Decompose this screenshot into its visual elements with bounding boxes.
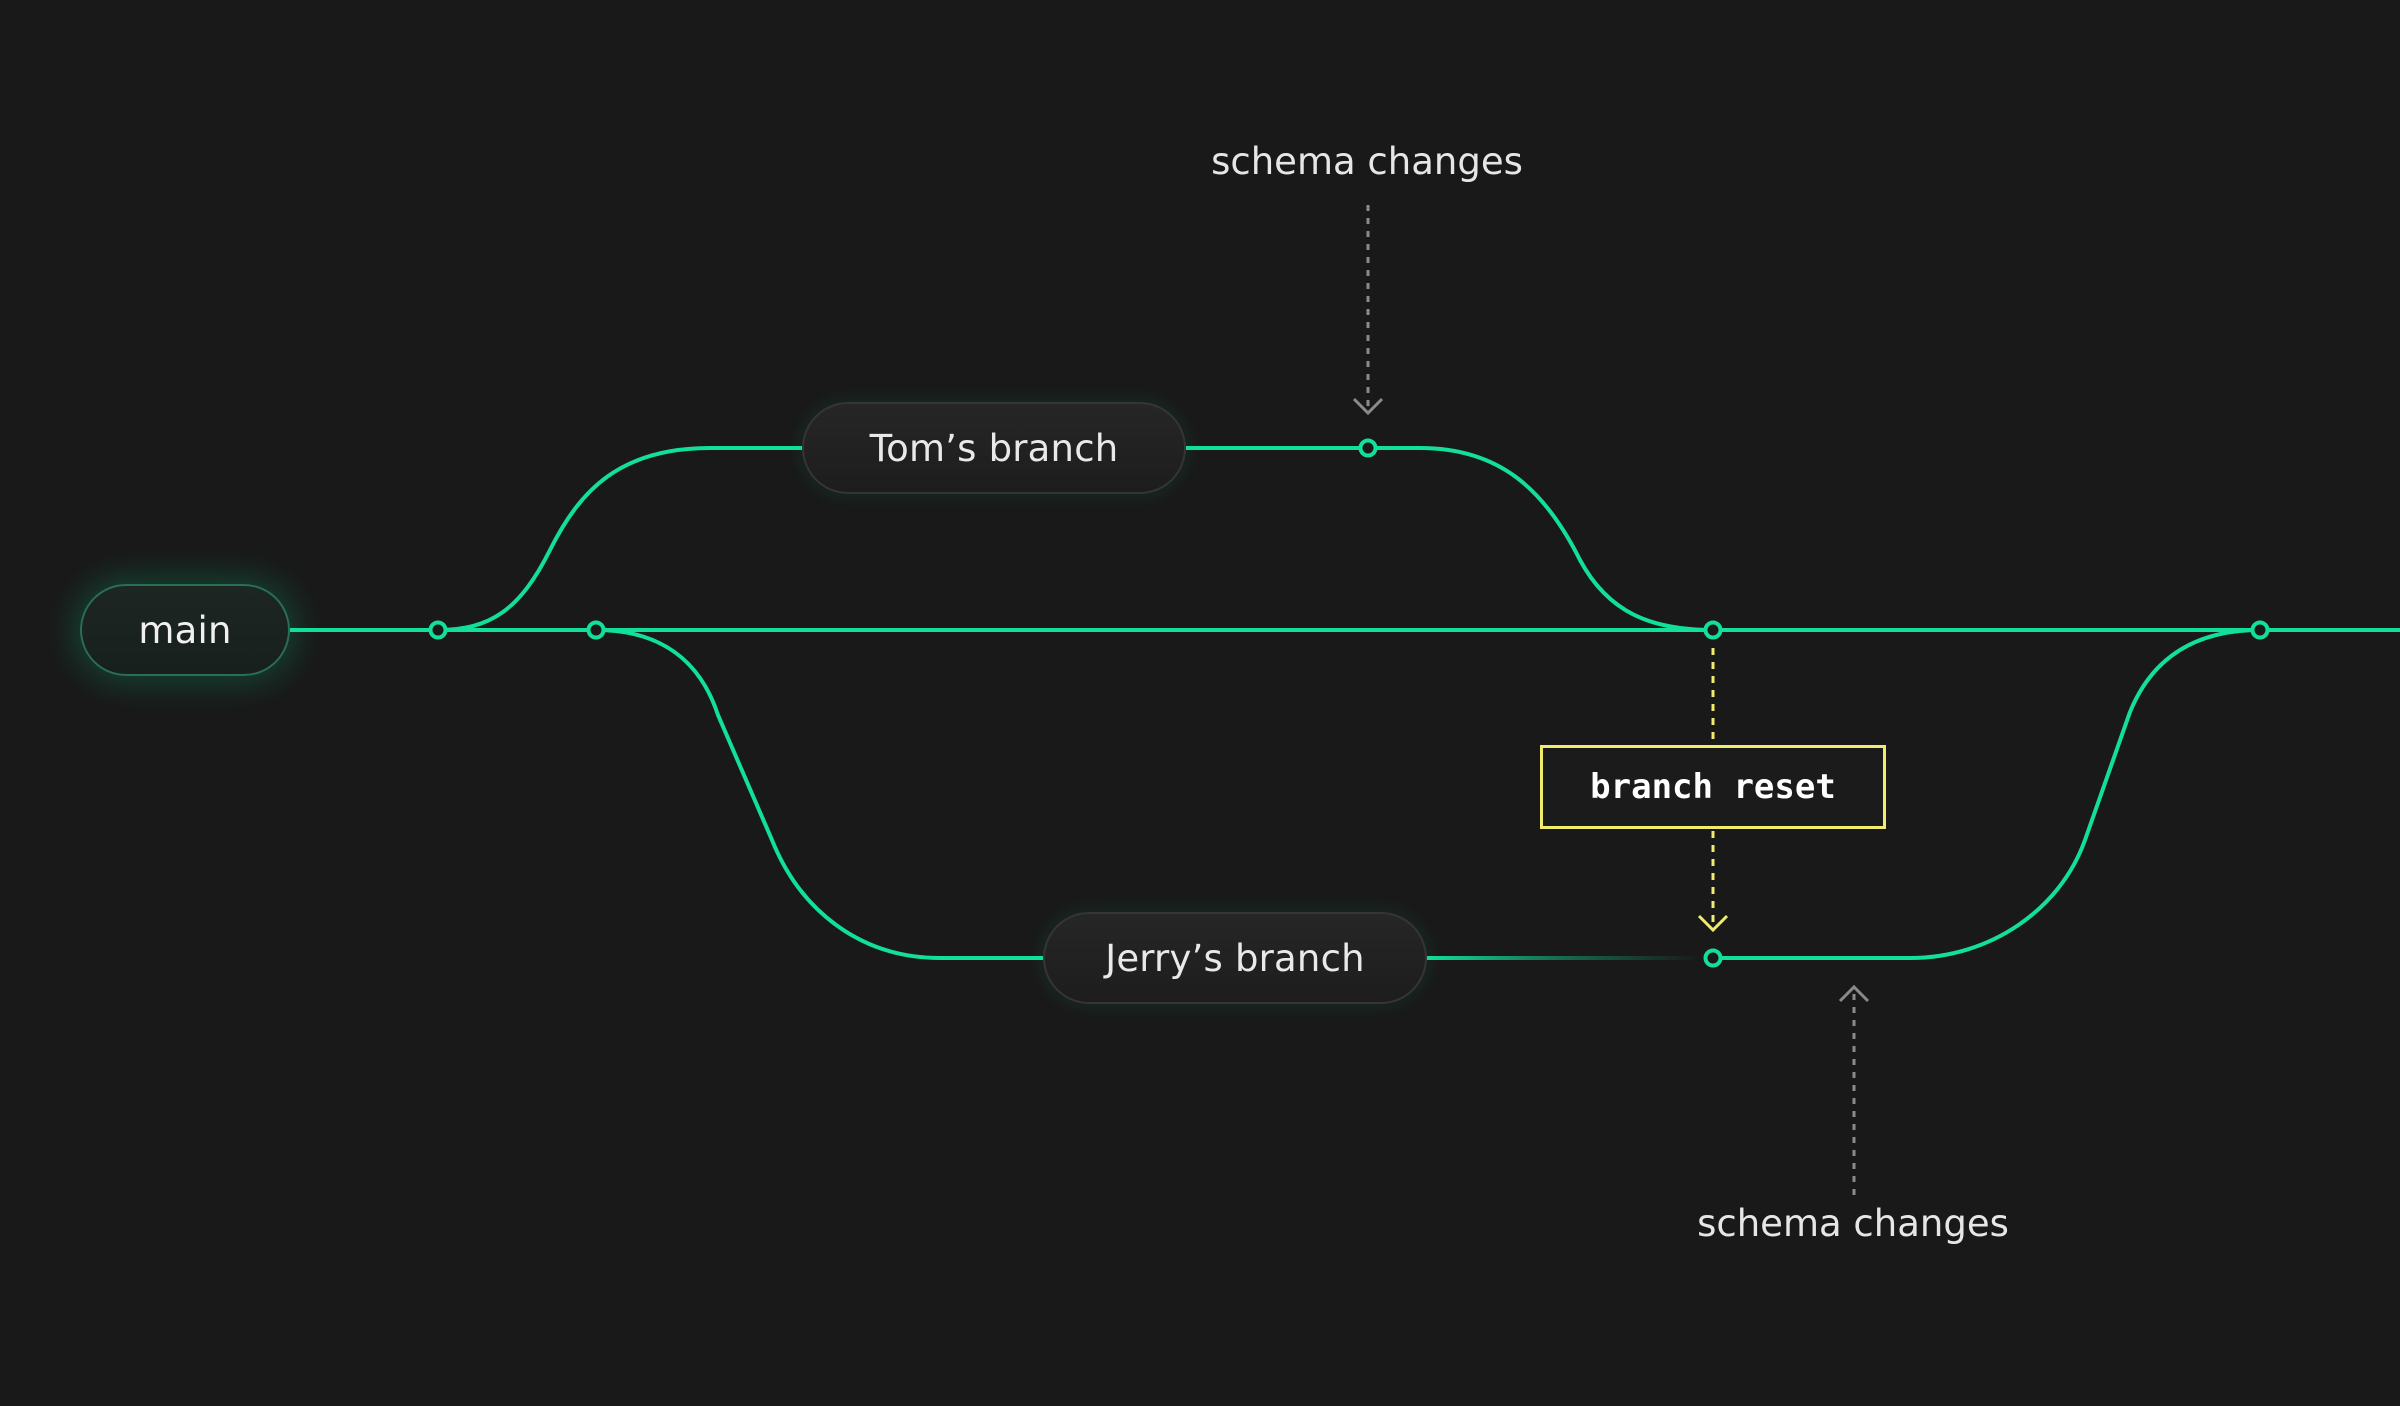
jerry-branch-merge-line <box>1713 628 2261 960</box>
schema-changes-bottom-label: schema changes <box>1697 1202 2009 1245</box>
commit-dot <box>1703 948 1723 968</box>
branch-reset-label: branch reset <box>1590 767 1836 807</box>
schema-changes-top-label: schema changes <box>1211 140 1523 183</box>
tom-branch-merge-line <box>1186 446 1714 632</box>
jerry-branch-line <box>595 628 1043 960</box>
branch-reset-box: branch reset <box>1540 745 1886 829</box>
tom-branch-label: Tom’s branch <box>869 426 1119 470</box>
commit-dot <box>1703 620 1723 640</box>
jerry-branch-label: Jerry’s branch <box>1105 936 1365 980</box>
commit-dot <box>2250 620 2270 640</box>
schema-bottom-arrowhead-icon <box>1838 984 1870 1003</box>
commit-dot <box>428 620 448 640</box>
tom-branch-node: Tom’s branch <box>802 402 1186 494</box>
main-branch-label: main <box>138 608 232 652</box>
jerry-branch-node: Jerry’s branch <box>1043 912 1427 1004</box>
schema-top-arrowhead-icon <box>1352 397 1384 416</box>
reset-arrowhead-icon <box>1697 914 1729 933</box>
commit-dot <box>586 620 606 640</box>
commit-dot <box>1358 438 1378 458</box>
tom-branch-line <box>437 446 802 632</box>
main-branch-node: main <box>80 584 290 676</box>
